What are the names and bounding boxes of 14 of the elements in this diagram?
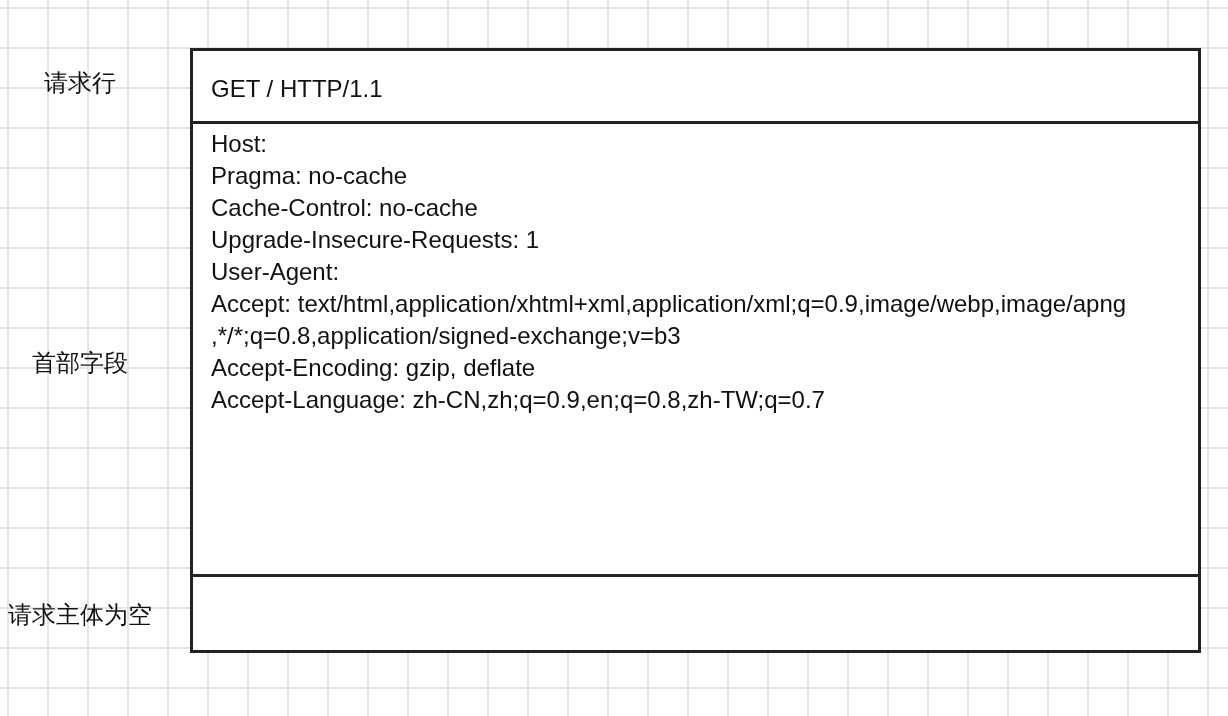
- header-line: Accept-Encoding: gzip, deflate: [211, 353, 537, 383]
- request-body-box: [190, 574, 1201, 653]
- row-label: 请求行: [44, 68, 116, 99]
- header-fields-box: [190, 121, 1201, 577]
- header-line: Host:: [211, 129, 268, 159]
- header-line: Accept-Language: zh-CN,zh;q=0.9,en;q=0.8,zh-TW;q=0.7: [211, 385, 826, 415]
- header-line: Accept: text/html,application/xhtml+xml,application/xml;q=0.9,image/webp,image/apng ,*/*;q=0.8,application/signed-exchange;v=b3: [211, 289, 1128, 351]
- row-label: 请求主体为空: [8, 600, 152, 631]
- header-line: Cache-Control: no-cache: [211, 193, 479, 223]
- request-line-text: GET / HTTP/1.1: [211, 75, 384, 103]
- header-line: Upgrade-Insecure-Requests: 1: [211, 225, 541, 255]
- header-line: Pragma: no-cache: [211, 161, 409, 191]
- row-label: 首部字段: [32, 348, 128, 379]
- header-line: User-Agent:: [211, 257, 341, 287]
